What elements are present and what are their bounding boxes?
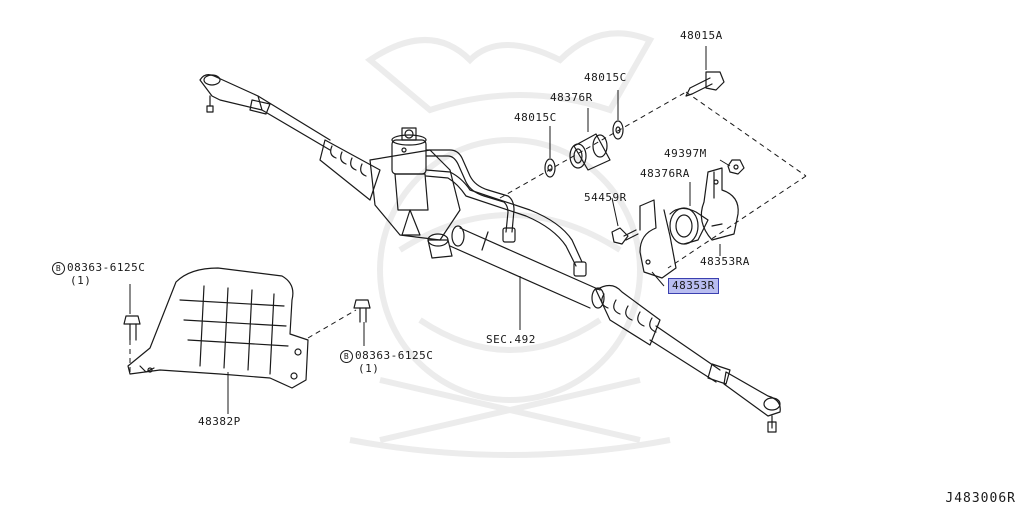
bolt-circle-b-icon: B — [52, 262, 65, 275]
bolt-54459r — [611, 227, 639, 245]
washer-48015c-left — [544, 158, 556, 178]
right-tie-rod-end — [723, 371, 781, 433]
bolt-08363-left — [123, 315, 141, 341]
label-sec492[interactable]: SEC.492 — [486, 333, 536, 346]
left-tie-rod — [249, 95, 331, 151]
label-48353ra[interactable]: 48353RA — [700, 255, 750, 268]
bolt-code: 08363-6125C — [67, 261, 146, 274]
label-48015c-left[interactable]: 48015C — [514, 111, 557, 124]
bracket-48353r — [639, 199, 677, 279]
bolt-08363-right — [353, 299, 371, 323]
label-49397m[interactable]: 49397M — [664, 147, 707, 160]
label-48376r[interactable]: 48376R — [550, 91, 593, 104]
leader-lines — [129, 46, 731, 414]
left-tie-rod-end — [199, 74, 263, 113]
rack-tube — [449, 225, 601, 309]
label-48376ra[interactable]: 48376RA — [640, 167, 690, 180]
left-boot — [319, 139, 381, 201]
right-tie-rod — [649, 325, 731, 385]
hydraulic-lines — [425, 149, 587, 277]
steering-gear-housing — [369, 127, 461, 259]
label-48015a[interactable]: 48015A — [680, 29, 723, 42]
bolt-code: 08363-6125C — [355, 349, 434, 362]
bolt-48015a — [685, 71, 725, 97]
bushing-48376ra — [669, 207, 709, 245]
bolt-circle-b-icon: B — [340, 350, 353, 363]
bracket-48353ra — [700, 167, 739, 241]
samurai-watermark — [349, 30, 671, 458]
label-54459r[interactable]: 54459R — [584, 191, 627, 204]
diagram-code: J483006R — [945, 491, 1016, 506]
heat-shield-48382p — [127, 267, 309, 389]
washer-48015c-top — [612, 120, 624, 140]
label-48015c-top[interactable]: 48015C — [584, 71, 627, 84]
nut-49397m — [727, 159, 745, 175]
label-48353r-selected[interactable]: 48353R — [668, 278, 719, 294]
bolt-quantity: (1) — [70, 274, 92, 287]
bolt-quantity: (1) — [358, 362, 380, 375]
label-48382p[interactable]: 48382P — [198, 415, 241, 428]
assembly-guide-lines — [129, 91, 807, 372]
right-boot — [591, 284, 661, 346]
